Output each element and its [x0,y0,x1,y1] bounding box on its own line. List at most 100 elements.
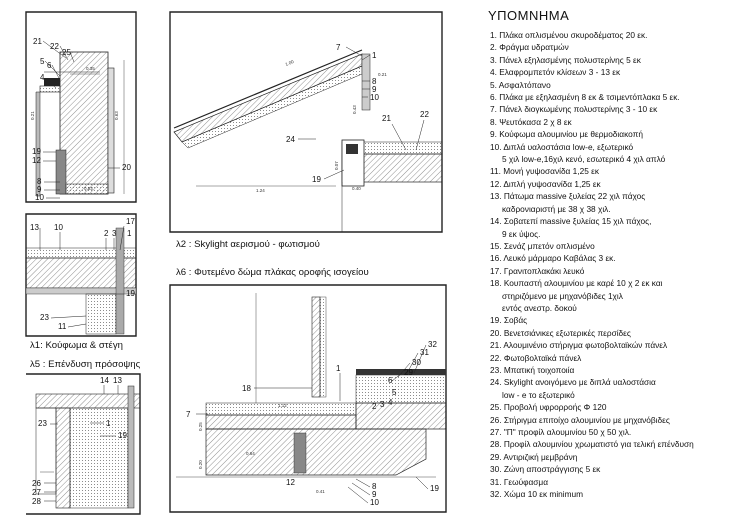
callout-l5-27: 27 [32,488,41,497]
legend-item: 29. Αντιριζική μεμβράνη [490,451,728,463]
callout-l2-22: 22 [420,110,429,119]
callout-l2-21: 21 [382,114,391,123]
legend-item-text: 31. Γεωύφασμα [490,476,548,487]
dim-l6-a: 1.12 [278,403,287,408]
legend-item-text: 20. Βενετσιάνικες εξωτερικές περσίδες [490,327,631,338]
callout-l6-5: 5 [392,388,397,397]
callout-l1-21: 21 [33,37,42,46]
legend-item: 7. Πάνελ διογκωμένης πολυστερίνης 3 - 10… [490,103,728,115]
legend-item-text: 17. Γρανιτοπλακάκι λευκό [490,265,585,276]
legend-item: 8. Ψευτόκασα 2 χ 8 εκ [490,116,728,128]
legend-item-text: 21. Αλουμινένιο στήριγμα φωτοβολταϊκών π… [490,340,668,351]
legend-item-text: 2. Φράγμα υδρατμών [490,42,569,53]
callout-l6-2: 2 [372,402,377,411]
legend-item-text: 13. Πάτωμα massive ξυλείας 22 χιλ πάχος [490,191,646,202]
detail-l5-drawing: 14 13 1 19 23 26 27 28 [26,373,141,515]
legend-item-text: 29. Αντιριζική μεμβράνη [490,451,578,462]
legend-item: 20. Βενετσιάνικες εξωτερικές περσίδες [490,327,728,339]
dim-l6-b: 0.25 [198,422,203,431]
legend-item: 12. Διπλή γυψοσανίδα 1,25 εκ [490,178,728,190]
legend-item-text: 30. Ζώνη αποστράγγισης 5 εκ [490,464,601,475]
legend-item: 32. Χώμα 10 εκ minimum [490,488,728,500]
legend-item: 16. Λευκό μάρμαρο Καβάλας 3 εκ. [490,252,728,264]
legend-item: 28. Προφίλ αλουμινίου χρωματιστό για τελ… [490,438,728,450]
legend-item: 5. Ασφαλτόπανο [490,79,728,91]
legend-item: 1. Πλάκα οπλισμένου σκυροδέματος 20 εκ. [490,29,728,41]
callout-l1-20: 20 [122,163,131,172]
legend-item: 11. Μονή γυψοσανίδα 1,25 εκ [490,165,728,177]
legend-item-text: 16. Λευκό μάρμαρο Καβάλας 3 εκ. [490,253,616,264]
callout-l1-8: 8 [37,177,42,186]
callout-l5-1: 1 [106,419,111,428]
legend-item-subtext: low - e το εξωτερικό [502,389,575,400]
legend-item-subtext: στηριζόμενο με μηχανόβιδες 1χιλ [502,290,623,301]
legend-item-subtext: 9 εκ ύψος. [502,228,541,239]
legend-item-text: 18. Κουπαστή αλουμινίου με καρέ 10 χ 2 ε… [490,278,663,289]
legend-item-text: 15. Σενάζ μπετόν οπλισμένο [490,240,595,251]
legend-item-text: 4. Ελαφρομπετόν κλίσεων 3 - 13 εκ [490,67,621,78]
legend-item-text: 25. Προβολή υφρορροής Φ 120 [490,402,607,413]
legend-item: 22. Φωτοβολταϊκά πάνελ [490,352,728,364]
legend-item-text: 10. Διπλά υαλοστάσια low-e, εξωτερικό [490,141,634,152]
legend-item: 30. Ζώνη αποστράγγισης 5 εκ [490,463,728,475]
callout-l6-18: 18 [242,384,251,393]
callout-l1b-1: 1 [127,229,132,238]
legend-item-text: 14. Σοβατεπί massive ξυλείας 15 χιλ πάχο… [490,216,652,227]
caption-l5: λ5 : Επένδυση πρόσοψης [30,359,141,370]
legend-item: 24. Skylight ανοιγόμενο με διπλά υαλοστά… [490,376,728,401]
legend-item: 25. Προβολή υφρορροής Φ 120 [490,401,728,413]
legend-item-text: 7. Πάνελ διογκωμένης πολυστερίνης 3 - 10… [490,104,658,115]
callout-l1b-13: 13 [30,223,39,232]
legend-item-text: 28. Προφίλ αλουμινίου χρωματιστό για τελ… [490,439,694,450]
callout-l6-3: 3 [380,400,385,409]
legend-item: 3. Πάνελ εξηλασμένης πολυστερίνης 5 εκ [490,54,728,66]
legend-item-text: 12. Διπλή γυψοσανίδα 1,25 εκ [490,178,601,189]
callout-l5-26: 26 [32,479,41,488]
legend-item: 21. Αλουμινένιο στήριγμα φωτοβολταϊκών π… [490,339,728,351]
dim-l2-f: 0.40 [352,186,361,191]
callout-l2-7: 7 [336,43,341,52]
callout-l6-6: 6 [388,376,393,385]
legend-list: 1. Πλάκα οπλισμένου σκυροδέματος 20 εκ.2… [478,29,728,500]
caption-l1: λ1: Κούφωμα & στέγη [30,340,123,351]
callout-l2-19: 19 [312,175,321,184]
legend-item: 19. Σοβάς [490,314,728,326]
callout-l5-23: 23 [38,419,47,428]
callout-l1-10: 10 [35,193,44,202]
callout-l1-19: 19 [32,147,41,156]
legend: ΥΠΟΜΝΗΜΑ 1. Πλάκα οπλισμένου σκυροδέματο… [478,8,728,500]
dim-l2-a: 1.00 [285,59,295,67]
callout-l1-22: 22 [50,42,59,51]
legend-item-text: 3. Πάνελ εξηλασμένης πολυστερίνης 5 εκ [490,54,641,65]
callout-l5-19: 19 [118,431,127,440]
callout-l2-9: 9 [372,85,377,94]
dim-l2-e: 1.24 [256,188,265,193]
legend-item-subtext: εντός ανεστρ. δοκού [502,302,577,313]
legend-item-text: 22. Φωτοβολταϊκά πάνελ [490,352,582,363]
legend-item-text: 26. Στήριγμα επιτοίχο αλουμινίου με μηχα… [490,414,670,425]
detail-l1-drawing: 21 22 25 5 6 4 19 12 20 8 9 10 [25,11,137,203]
legend-item-text: 24. Skylight ανοιγόμενο με διπλά υαλοστά… [490,377,656,388]
callout-l6-4: 4 [388,398,393,407]
dim-l1-d: 0.21 [30,111,35,120]
legend-item-text: 9. Κούφωμα αλουμινίου με θερμοδιακοπή [490,129,643,140]
legend-item-text: 6. Πλάκα με εξηλασμένη 8 εκ & τσιμεντόπλ… [490,92,680,103]
dim-l6-e: 0.41 [316,489,325,494]
legend-title: ΥΠΟΜΝΗΜΑ [488,8,570,23]
caption-l6: λ6 : Φυτεμένο δώμα πλάκας οροφής ισογείο… [176,267,369,278]
callout-l5-28: 28 [32,497,41,506]
legend-item: 4. Ελαφρομπετόν κλίσεων 3 - 13 εκ [490,66,728,78]
callout-l2-10: 10 [370,93,379,102]
callout-l6-9: 9 [372,490,377,499]
callout-l1-5: 5 [40,57,45,66]
callout-l1b-10: 10 [54,223,63,232]
detail-l6-drawing: 32 31 30 29 1 18 7 2 3 4 5 6 8 9 10 19 1… [169,284,447,513]
callout-l1-4: 4 [40,73,45,82]
callout-l1-25: 25 [62,48,71,57]
legend-item: 18. Κουπαστή αλουμινίου με καρέ 10 χ 2 ε… [490,277,728,314]
legend-item: 14. Σοβατεπί massive ξυλείας 15 χιλ πάχο… [490,215,728,240]
callout-l5-14: 14 [100,376,109,385]
legend-item-subtext: καδρονιαριστή με 38 χ 38 χιλ. [502,203,611,214]
